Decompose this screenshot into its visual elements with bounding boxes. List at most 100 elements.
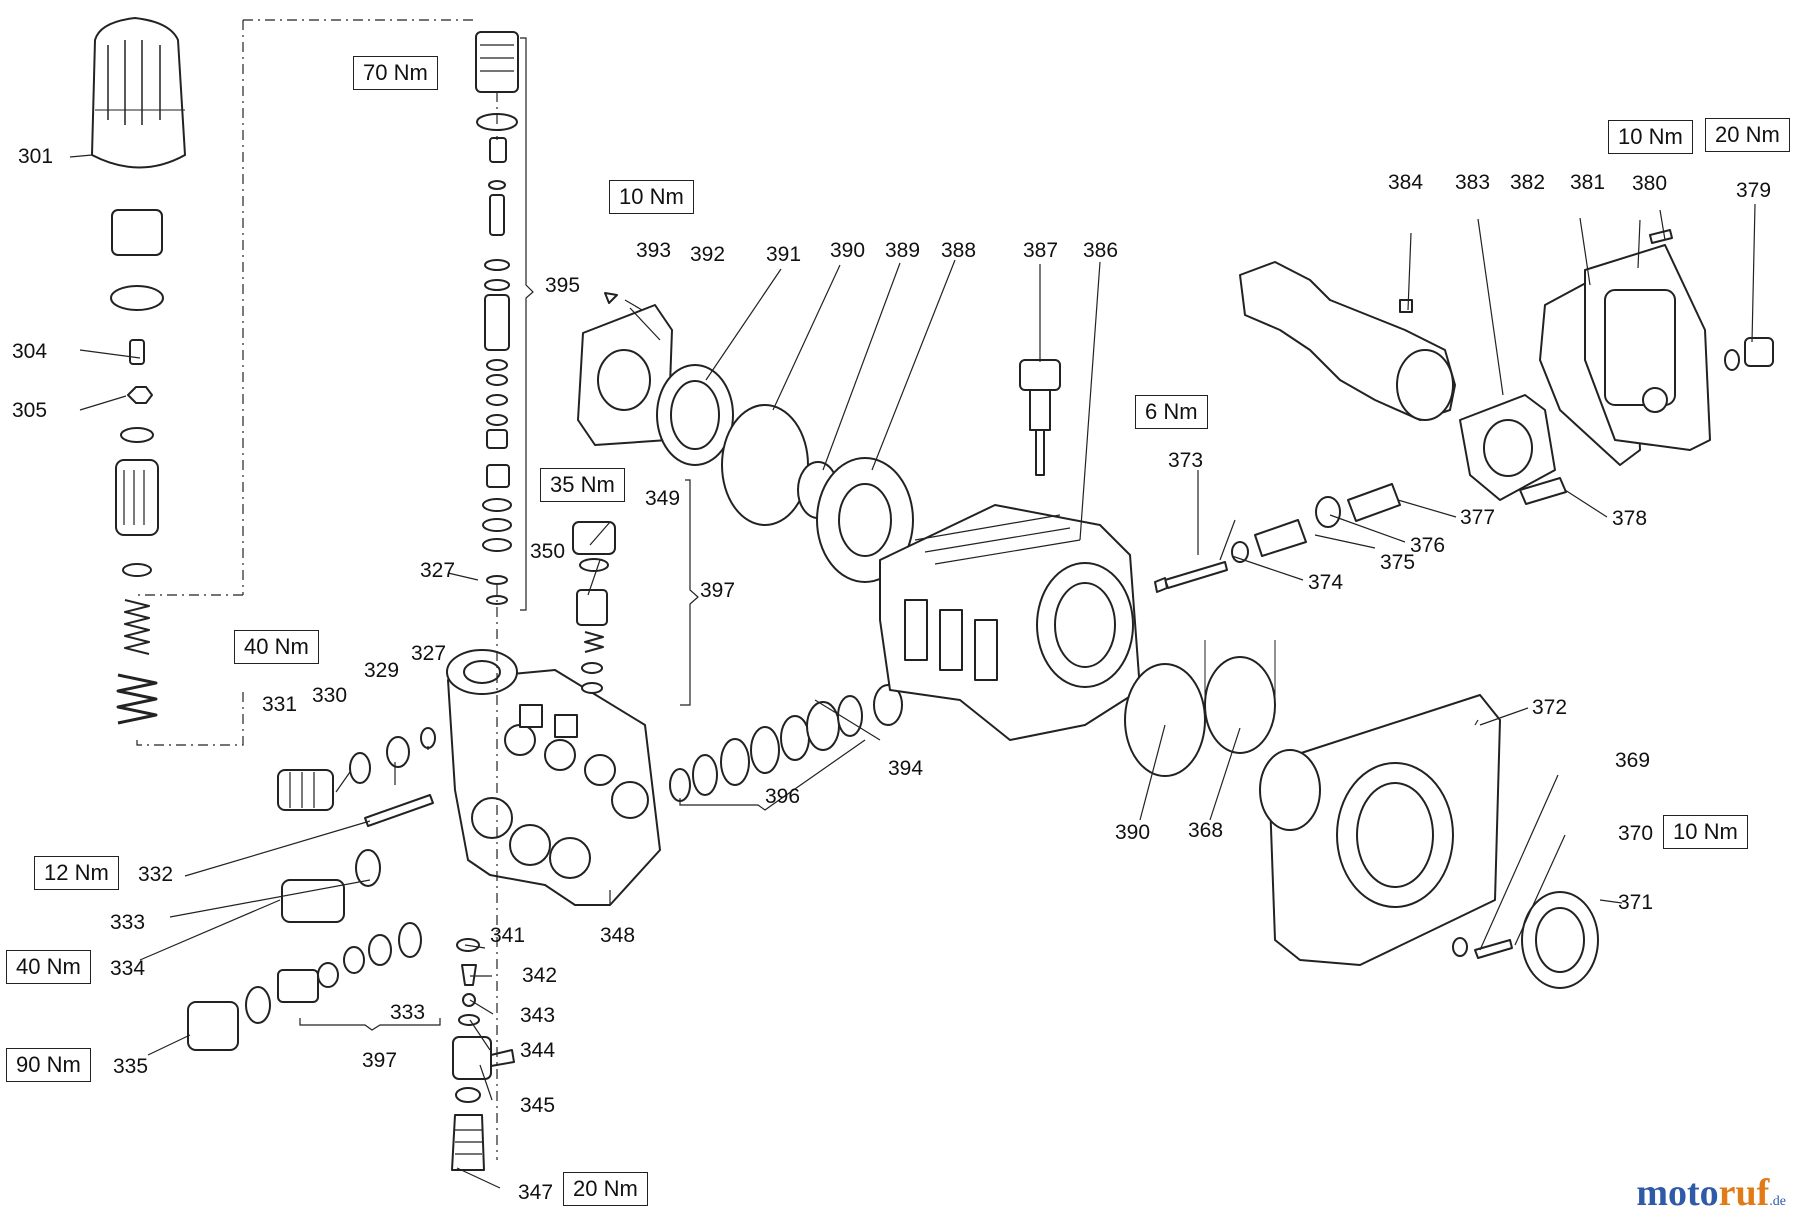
torque-40nm-334: 40 Nm [6,950,91,984]
label-384: 384 [1388,171,1424,194]
part-washer [122,563,152,577]
label-379: 379 [1736,179,1772,202]
part-373 [1164,561,1228,589]
label-391: 391 [766,243,802,266]
label-349: 349 [645,487,681,510]
label-396: 396 [765,785,801,808]
label-329: 329 [364,659,400,682]
label-341: 341 [490,924,526,947]
label-386: 386 [1083,239,1119,262]
torque-6nm: 6 Nm [1135,395,1208,429]
part-372-flange [1259,694,1501,966]
part-327 [420,727,436,749]
part-349 [572,521,616,555]
part-369 [1474,939,1513,959]
label-378: 378 [1612,507,1648,530]
label-393: 393 [636,239,672,262]
part-335 [187,1001,239,1051]
part-390a [721,404,809,526]
label-305: 305 [12,399,48,422]
label-327a: 327 [420,559,456,582]
part-332 [364,794,434,827]
label-327b: 327 [411,642,447,665]
label-395: 395 [545,274,581,297]
part-394 [873,684,903,726]
label-371: 371 [1618,891,1654,914]
part-spring-large [116,673,158,725]
part-396 [669,768,691,802]
part-330 [349,752,371,784]
torque-10nm-380: 10 Nm [1608,120,1693,154]
torque-35nm: 35 Nm [540,468,625,502]
part-393 [604,292,618,304]
part-304 [129,339,145,365]
torque-70nm: 70 Nm [353,56,438,90]
label-350: 350 [530,540,566,563]
part-oring-335 [245,986,271,1024]
torque-20nm-347: 20 Nm [563,1172,648,1206]
part-343 [462,993,476,1007]
label-333b: 333 [390,1001,426,1024]
part-376 [1315,496,1341,528]
part-spring [124,599,150,655]
label-381: 381 [1570,171,1606,194]
part-386-crankcase [879,504,1141,741]
label-330: 330 [312,684,348,707]
part-nut [111,209,163,256]
part-375 [1254,519,1307,557]
label-345: 345 [520,1094,556,1117]
torque-10nm-370: 10 Nm [1663,815,1748,849]
logo-main: moto [1636,1172,1719,1214]
label-374: 374 [1308,571,1344,594]
part-377 [1347,483,1401,522]
part-397-valve [277,969,319,1003]
part-348-manifold [446,649,661,906]
label-332: 332 [138,863,174,886]
logo-suffix: .de [1769,1194,1786,1209]
label-377: 377 [1460,506,1496,529]
label-304: 304 [12,340,48,363]
label-376: 376 [1410,534,1446,557]
torque-20nm-379: 20 Nm [1705,118,1790,152]
label-397b: 397 [362,1049,398,1072]
part-331 [277,769,334,811]
label-397a: 397 [700,579,736,602]
part-329 [386,736,410,768]
part-ring [110,285,164,311]
logo-accent: ruf [1718,1172,1770,1214]
label-387: 387 [1023,239,1059,262]
label-394: 394 [888,757,924,780]
part-350 [576,589,608,626]
label-380: 380 [1632,172,1668,195]
part-oring [120,427,154,443]
label-331: 331 [262,693,298,716]
label-369: 369 [1615,749,1651,772]
part-390b [1124,663,1206,777]
label-301: 301 [18,145,54,168]
label-347: 347 [518,1181,554,1204]
torque-12nm: 12 Nm [34,856,119,890]
label-375: 375 [1380,551,1416,574]
label-368: 368 [1188,819,1224,842]
part-381-cover [1584,244,1711,451]
part-301-handle-cap [91,17,186,169]
label-392: 392 [690,243,726,266]
label-344: 344 [520,1039,556,1062]
torque-10nm-393: 10 Nm [609,180,694,214]
label-334: 334 [110,957,146,980]
torque-40nm-331: 40 Nm [234,630,319,664]
label-382: 382 [1510,171,1546,194]
part-305 [127,386,153,404]
part-380 [1649,229,1673,244]
label-390b: 390 [1115,821,1151,844]
part-344 [458,1014,480,1026]
motoruf-logo: motoruf.de [1636,1174,1786,1212]
label-372: 372 [1532,696,1568,719]
part-334 [281,879,345,923]
label-390a: 390 [830,239,866,262]
part-342 [461,964,477,986]
part-378 [1519,477,1567,505]
label-335: 335 [113,1055,149,1078]
